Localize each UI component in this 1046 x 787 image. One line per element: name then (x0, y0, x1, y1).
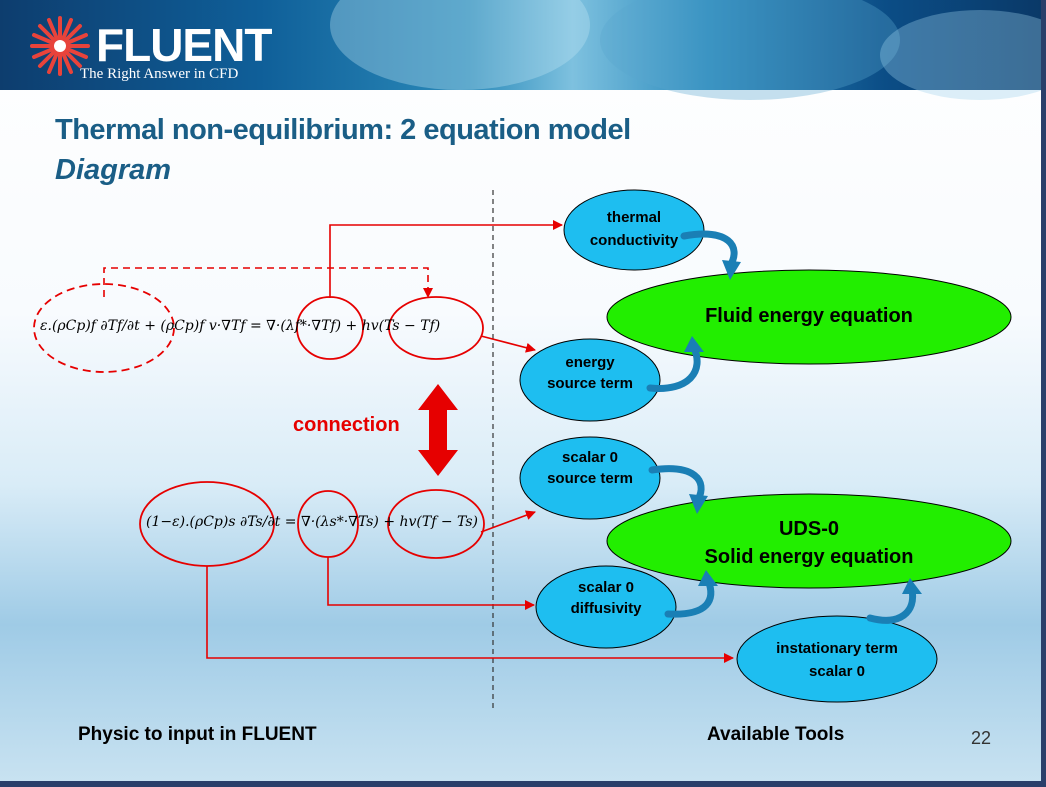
header-banner: FLUENT The Right Answer in CFD (0, 0, 1041, 100)
footer-physics-label: Physic to input in FLUENT (78, 724, 317, 745)
connection-double-arrow (418, 384, 458, 476)
highlight-exchange-fluid (388, 296, 484, 360)
solid-energy-balance-equation: (1−ε).(ρCp)s ∂Ts/∂t = ∇·(λs*·∇Ts) + hv(T… (146, 514, 479, 530)
connector-lines (103, 220, 734, 663)
page-number: 22 (971, 728, 992, 748)
logo-wordmark: FLUENT (96, 19, 272, 71)
fluid-energy-equation-ellipse (606, 269, 1012, 365)
thermal-conductivity-ellipse (563, 189, 705, 271)
highlight-storage-solid (139, 481, 275, 567)
highlight-exchange-solid (387, 489, 485, 559)
highlight-conduction-fluid (296, 296, 364, 360)
energy-source-term-ellipse (519, 338, 661, 422)
slide-title: Thermal non-equilibrium: 2 equation mode… (55, 114, 631, 146)
scalar0-source-term-ellipse (519, 436, 661, 520)
fluent-logo: FLUENT The Right Answer in CFD (28, 12, 278, 82)
dashed-highlight-storage (33, 283, 175, 373)
logo-tagline: The Right Answer in CFD (80, 66, 239, 82)
highlight-conduction-solid (297, 490, 359, 558)
uds-solid-energy-ellipse (606, 493, 1012, 589)
connection-label: connection (293, 414, 400, 436)
fluid-energy-balance-equation: ε.(ρCp)f ∂Tf/∂t + (ρCp)f v·∇Tf = ∇·(λf*·… (40, 318, 441, 334)
fluid-energy-equation-label: Fluid energy equation (705, 305, 913, 327)
slide-subtitle: Diagram (55, 154, 172, 186)
fluent-starburst-icon (30, 16, 90, 76)
curved-feed-arrows (646, 230, 922, 624)
scalar0-diffusivity-ellipse (535, 565, 677, 649)
instationary-term-ellipse (736, 615, 938, 703)
footer-tools-label: Available Tools (707, 724, 845, 745)
